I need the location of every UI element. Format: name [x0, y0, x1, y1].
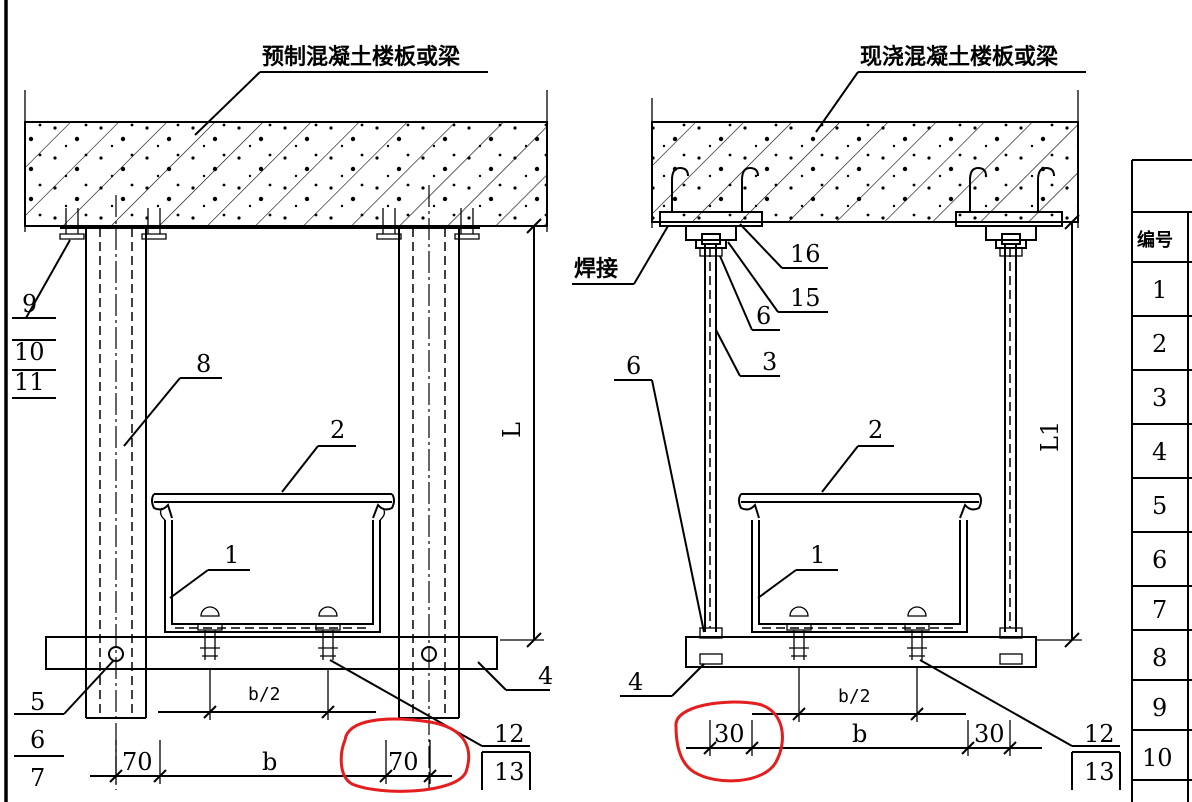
dimension-tick — [703, 741, 717, 755]
table-number: 4 — [1152, 438, 1167, 466]
leader-line — [477, 661, 507, 691]
label-L: L — [498, 422, 526, 438]
leader-line — [651, 379, 705, 633]
leader-line — [719, 255, 753, 331]
label-12: 12 — [494, 720, 525, 748]
table-number: 7 — [1152, 596, 1167, 624]
label-15: 15 — [790, 284, 821, 312]
dimension-tick — [745, 741, 759, 755]
dim-b: b — [262, 748, 277, 776]
label-7: 7 — [30, 764, 45, 792]
support-beam-right — [685, 636, 1037, 668]
table-number: 1 — [1152, 276, 1167, 304]
leader-line — [123, 377, 181, 447]
dimension-tick — [1003, 741, 1017, 755]
label-6: 6 — [30, 726, 45, 754]
cast-in-place-slab-title: 现浇混凝土楼板或梁 — [860, 44, 1058, 70]
cable-tray — [151, 493, 395, 633]
leader-line — [633, 225, 669, 285]
label-4-right: 4 — [628, 668, 643, 696]
label-10: 10 — [14, 338, 45, 366]
table-number: 8 — [1152, 644, 1167, 672]
table-number: 10 — [1142, 744, 1173, 772]
dim-half-b: b/2 — [248, 684, 281, 705]
dimension-tick — [321, 705, 335, 719]
leader-line — [821, 445, 859, 493]
dimension-tick — [109, 769, 123, 783]
dim-b-right: b — [852, 720, 867, 748]
label-11: 11 — [14, 368, 45, 396]
right-view: 现浇混凝土楼板或梁 焊接 — [572, 44, 1121, 790]
dimension-tick — [526, 218, 542, 234]
parts-table: 编号 1 2 3 4 5 6 7 8 9 10 — [1131, 159, 1192, 802]
label-2-right: 2 — [868, 416, 883, 444]
left-view: 预制混凝土楼板或梁 — [12, 44, 553, 793]
table-number: 3 — [1152, 384, 1167, 412]
leader-line — [715, 329, 741, 377]
table-number: 6 — [1152, 546, 1167, 574]
hanger-right — [398, 185, 460, 790]
tray-bolt-right — [786, 606, 930, 660]
support-beam — [45, 636, 498, 670]
leader-line — [671, 663, 705, 697]
dim-70-right: 70 — [388, 748, 419, 776]
label-1-right: 1 — [810, 541, 825, 569]
dimension-tick — [910, 707, 924, 721]
precast-slab — [24, 90, 548, 232]
expansion-bolt — [59, 208, 480, 240]
label-L1: L1 — [1036, 421, 1064, 452]
leader-line — [757, 569, 797, 599]
table-header: 编号 — [1137, 229, 1173, 251]
leader-line — [25, 239, 71, 319]
label-13-right: 13 — [1084, 758, 1115, 786]
table-number: 2 — [1152, 330, 1167, 358]
dim-half-b-right: b/2 — [838, 686, 871, 707]
leader-line — [919, 659, 1073, 747]
dimension-tick — [1064, 214, 1080, 230]
label-1: 1 — [224, 541, 239, 569]
table-number: 9 — [1152, 694, 1167, 722]
hanger-left — [85, 195, 147, 790]
label-4: 4 — [538, 662, 553, 690]
leader-line — [727, 241, 779, 313]
dimension-tick — [153, 769, 167, 783]
weld-label: 焊接 — [574, 257, 618, 282]
label-5: 5 — [30, 688, 45, 716]
label-12-right: 12 — [1084, 720, 1115, 748]
highlight-circle — [339, 717, 471, 793]
dimension-tick — [423, 769, 437, 783]
label-16: 16 — [790, 240, 821, 268]
dim-70-left: 70 — [122, 748, 153, 776]
dimension-tick — [379, 769, 393, 783]
leader-line — [281, 445, 319, 493]
embedded-plate — [659, 211, 1063, 249]
label-6a: 6 — [756, 302, 771, 330]
bolt-hole — [421, 646, 437, 662]
leader-line — [169, 569, 209, 599]
dimension-tick — [961, 741, 975, 755]
label-6b: 6 — [626, 352, 641, 380]
dim-30-left: 30 — [714, 720, 745, 748]
dimension-tick — [203, 705, 217, 719]
cast-in-place-slab — [651, 90, 1079, 228]
leader-line — [815, 71, 859, 133]
precast-slab-title: 预制混凝土楼板或梁 — [262, 44, 460, 70]
tray-bolt — [197, 606, 341, 660]
highlight-circle-right — [674, 700, 784, 783]
dimension-tick — [792, 707, 806, 721]
table-number: 5 — [1152, 492, 1167, 520]
bolt-hole — [108, 646, 124, 662]
label-9: 9 — [22, 290, 37, 318]
label-3: 3 — [762, 348, 777, 376]
leader-line — [739, 223, 783, 269]
leader-line — [194, 71, 261, 136]
label-8: 8 — [196, 350, 211, 378]
label-13: 13 — [494, 758, 525, 786]
label-2: 2 — [330, 416, 345, 444]
dim-30-right: 30 — [974, 720, 1005, 748]
leader-line — [63, 659, 115, 715]
threaded-rod — [699, 244, 1023, 665]
cable-tray-right — [738, 493, 982, 633]
